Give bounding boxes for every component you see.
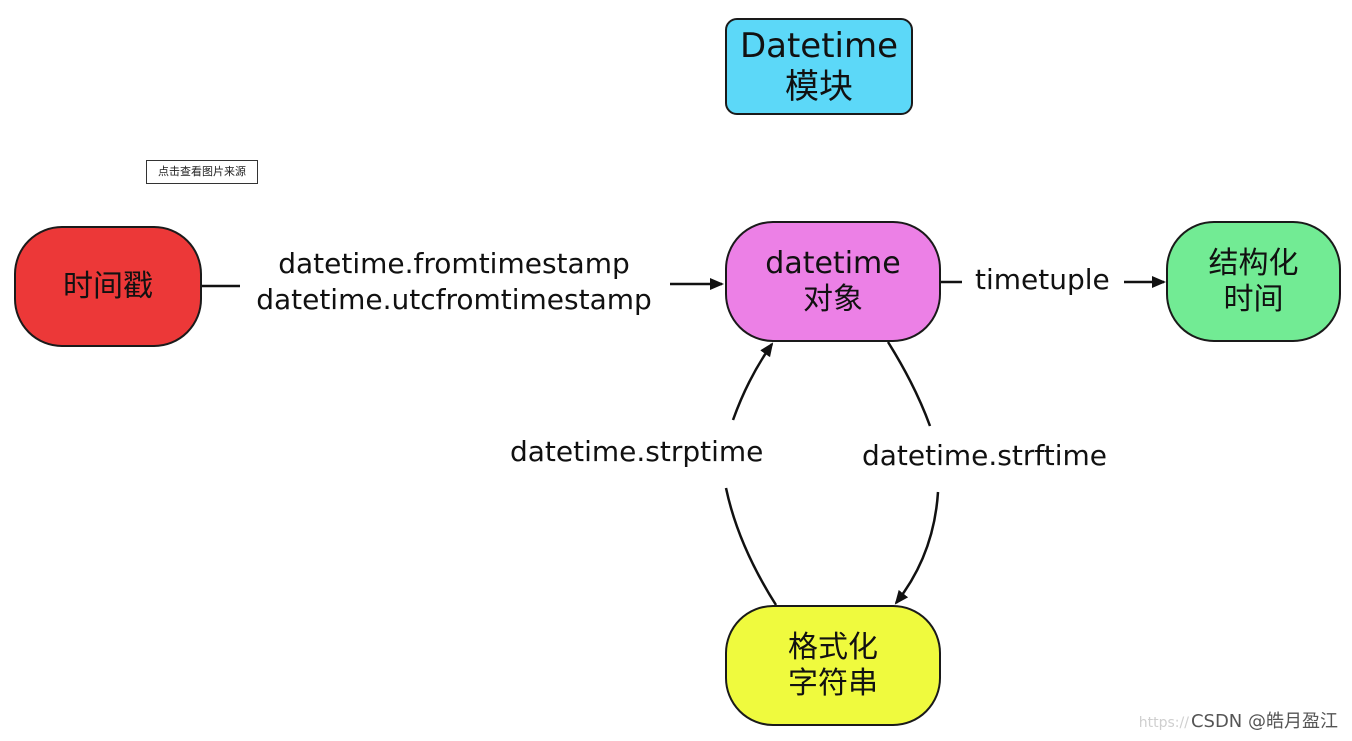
title-line-1: Datetime	[739, 25, 899, 66]
datetime-module-title: Datetime 模块	[725, 18, 913, 115]
edge-strptime-lower	[724, 487, 778, 606]
title-line-2: 模块	[785, 66, 853, 107]
watermark-url: https://	[1138, 715, 1189, 731]
node-datetime-label-1: datetime	[765, 245, 901, 281]
node-string-label-1: 格式化	[788, 629, 878, 665]
watermark-text: CSDN @皓月盈江	[1190, 711, 1338, 732]
node-string-label-2: 字符串	[788, 665, 878, 701]
edge-strftime-lower	[894, 491, 940, 605]
view-image-source-button[interactable]: 点击查看图片来源	[146, 160, 258, 184]
node-struct-time: 结构化 时间	[1166, 221, 1341, 342]
node-timestamp-label: 时间戳	[63, 268, 153, 304]
edge-label-strptime: datetime.strptime	[510, 435, 764, 468]
label-utcfromtimestamp: datetime.utcfromtimestamp	[256, 283, 652, 317]
node-format-string: 格式化 字符串	[725, 605, 941, 726]
node-datetime-object: datetime 对象	[725, 221, 941, 342]
node-datetime-label-2: 对象	[803, 281, 863, 317]
edge-strptime-upper	[731, 342, 774, 421]
edge-label-timetuple: timetuple	[975, 263, 1110, 296]
edge-label-strftime: datetime.strftime	[862, 439, 1107, 472]
node-timestamp: 时间戳	[14, 226, 202, 347]
node-struct-label-1: 结构化	[1208, 245, 1299, 281]
label-fromtimestamp: datetime.fromtimestamp	[278, 247, 630, 280]
edge-strftime-upper	[886, 341, 932, 427]
node-struct-label-2: 时间	[1223, 281, 1284, 317]
csdn-watermark: https://CSDN @皓月盈江	[1139, 707, 1338, 733]
edge-label-fromtimestamp: datetime.fromtimestamp datetime.utcfromt…	[246, 246, 662, 319]
